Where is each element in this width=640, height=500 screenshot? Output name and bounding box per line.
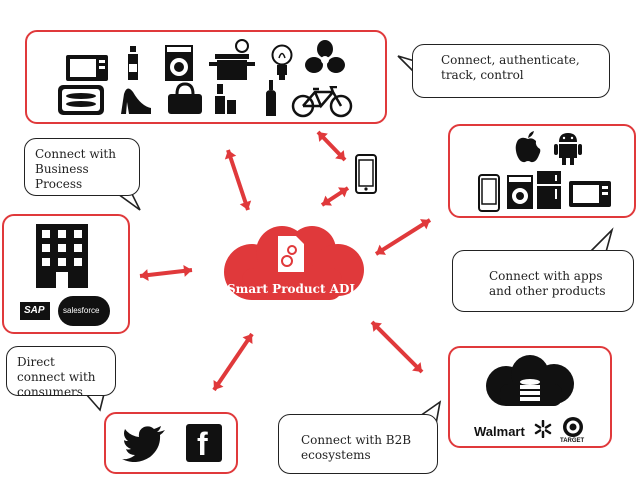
cloud-database-icon [486, 355, 574, 406]
bubble-tail [84, 393, 106, 412]
lightbulb-icon [271, 44, 293, 80]
wine-bottle-icon [266, 80, 276, 116]
b2b-box: Walmart TARGET [448, 346, 612, 448]
arrow-head [183, 264, 192, 277]
double-arrow-shaft [212, 332, 254, 392]
apps-box [448, 124, 636, 218]
bubble-tail [115, 193, 141, 211]
handbag-icon [168, 82, 202, 114]
arrow-head [318, 132, 328, 142]
high-heel-icon [121, 88, 151, 114]
microwave-icon [569, 181, 611, 207]
twitter-icon [122, 426, 165, 462]
washing-machine-icon [507, 175, 533, 209]
fan-icon [305, 40, 345, 73]
center-label: Smart Product ADI [226, 282, 355, 296]
double-arrow-shaft [139, 268, 193, 278]
target-logo-icon [563, 417, 583, 437]
sap-logo: SAP [20, 302, 50, 320]
smartphone-icon [478, 174, 500, 212]
double-arrow-shaft [226, 149, 250, 211]
bubble-b2b: Connect with B2B ecosystems [278, 414, 438, 474]
double-arrow-shaft [374, 218, 432, 256]
smartphone-icon [355, 154, 377, 194]
arrow-head [335, 150, 345, 160]
microwave-icon [66, 55, 108, 81]
bottle-icon [128, 46, 138, 80]
arrow-head [213, 380, 224, 390]
salesforce-logo: salesforce [58, 296, 110, 326]
bubble-connect-authenticate: Connect, authenticate, track, control [412, 44, 610, 98]
washing-machine-icon [165, 45, 193, 81]
android-icon [554, 133, 582, 165]
bubble-text: Connect with Business Process [35, 147, 116, 191]
bubble-consumers: Direct connect with consumers [6, 346, 116, 399]
bubble-apps: Connect with apps and other products [452, 250, 634, 312]
bicycle-icon [291, 86, 353, 118]
office-building-icon [36, 224, 88, 288]
walmart-spark-icon [534, 420, 552, 438]
arrow-head [140, 269, 149, 282]
social-box: f [104, 412, 238, 474]
sardine-can-icon [58, 85, 104, 115]
arrow-head [412, 362, 422, 372]
products-box [25, 30, 387, 124]
bubble-business-process: Connect with Business Process [24, 138, 140, 196]
arrow-head [376, 244, 386, 255]
cosmetics-icon [215, 84, 236, 114]
arrow-head [338, 187, 348, 198]
document-gears-icon [278, 236, 304, 272]
bubble-text: Connect, authenticate, track, control [441, 53, 580, 82]
target-logo-text: TARGET [560, 438, 585, 444]
arrow-head [322, 195, 332, 206]
business-box: SAP salesforce [2, 214, 130, 334]
arrow-head [372, 322, 382, 332]
facebook-icon: f [186, 424, 222, 462]
smart-product-cloud [224, 226, 364, 300]
apple-icon [515, 131, 541, 163]
refrigerator-icon [537, 171, 561, 209]
arrow-head [224, 150, 237, 160]
bubble-text: Connect with B2B ecosystems [301, 433, 412, 462]
arrow-head [242, 334, 253, 344]
bubble-text: Connect with apps and other products [489, 269, 606, 298]
bubble-tail [588, 227, 614, 253]
pot-icon [209, 39, 255, 80]
bubble-text: Direct connect with consumers [17, 355, 96, 399]
walmart-logo: Walmart [474, 424, 525, 439]
arrow-head [420, 219, 430, 230]
double-arrow-shaft [370, 320, 424, 374]
arrow-head [239, 200, 252, 210]
